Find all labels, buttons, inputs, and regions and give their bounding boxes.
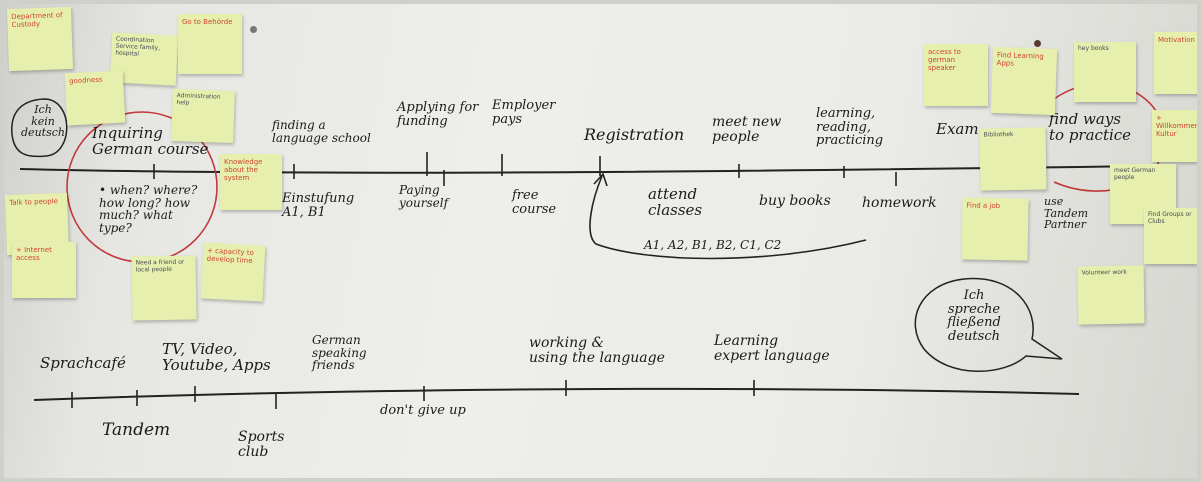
upper-timeline-line — [19, 165, 1155, 174]
lower-timeline-line — [33, 387, 1080, 401]
label-inquiring-course: Inquiring German course — [92, 124, 209, 158]
label-einstufung: Einstufung A1, B1 — [282, 191, 355, 220]
label-registration: Registration — [584, 125, 685, 144]
sticky-note: Motivation — [1154, 32, 1197, 94]
sticky-note: hey books — [1074, 42, 1136, 102]
sticky-note: Administration help — [171, 88, 235, 144]
label-questions: • when? where? how long? how much? what … — [99, 183, 198, 235]
sticky-note: + capacity to develop time — [200, 242, 266, 302]
sticky-note: Knowledge about the system — [220, 154, 282, 210]
pin-icon — [1034, 40, 1041, 47]
label-applying-funding: Applying for funding — [397, 100, 479, 129]
repeat-loop-arrow — [589, 175, 867, 260]
label-dont-give-up: don't give up — [380, 403, 466, 418]
sticky-note: goodness — [64, 70, 126, 126]
arrow-head — [593, 172, 608, 187]
label-homework: homework — [862, 195, 937, 211]
pin-icon — [250, 26, 257, 33]
sticky-note: Department of Custody — [6, 6, 74, 72]
label-levels: A1, A2, B1, B2, C1, C2 — [644, 238, 782, 252]
label-find-ways: find ways to practice — [1049, 110, 1132, 144]
label-tv-video: TV, Video, Youtube, Apps — [162, 340, 271, 374]
sticky-note: + Willkommen Kultur — [1152, 110, 1197, 162]
label-sports-club: Sports club — [238, 429, 285, 460]
label-finding-school: finding a language school — [272, 118, 371, 145]
sticky-note: Find Learning Apps — [990, 46, 1058, 116]
label-learning-expert: Learning expert language — [714, 333, 830, 364]
sticky-note: Find a job — [961, 197, 1029, 261]
sticky-note: Volunteer work — [1077, 265, 1145, 325]
sticky-note: Need a friend or local people — [131, 255, 197, 321]
label-meet-people: meet new people — [712, 114, 782, 145]
label-working-using: working & using the language — [529, 335, 665, 366]
bubble-start-text: Ich kein deutsch — [21, 103, 65, 140]
label-german-friends: German speaking friends — [312, 333, 367, 373]
sticky-note: Go to Behörde — [178, 14, 242, 74]
label-sprachcafe: Sprachcafé — [40, 354, 126, 372]
label-learning: learning, reading, practicing — [816, 106, 884, 149]
sticky-note: Bibliothek — [979, 127, 1047, 191]
whiteboard-paper: Inquiring German course finding a langua… — [4, 4, 1197, 478]
bubble-end-text: Ich spreche fließend deutsch — [947, 288, 1001, 344]
label-employer-pays: Employer pays — [492, 98, 556, 127]
label-paying-yourself: Paying yourself — [399, 183, 449, 210]
sticky-note: access to german speaker — [924, 44, 988, 106]
speech-bubble-end — [914, 277, 1063, 372]
label-use-tandem: use Tandem Partner — [1044, 195, 1089, 232]
label-attend-classes: attend classes — [648, 185, 703, 219]
speech-bubble-start — [11, 98, 68, 158]
sticky-note: Find Groups or Clubs — [1144, 208, 1197, 264]
sticky-note: + Internet access — [12, 242, 76, 298]
label-tandem: Tandem — [102, 420, 171, 440]
label-buy-books: buy books — [759, 193, 831, 209]
label-free-course: free course — [512, 188, 557, 217]
label-exam: Exam — [936, 120, 979, 138]
